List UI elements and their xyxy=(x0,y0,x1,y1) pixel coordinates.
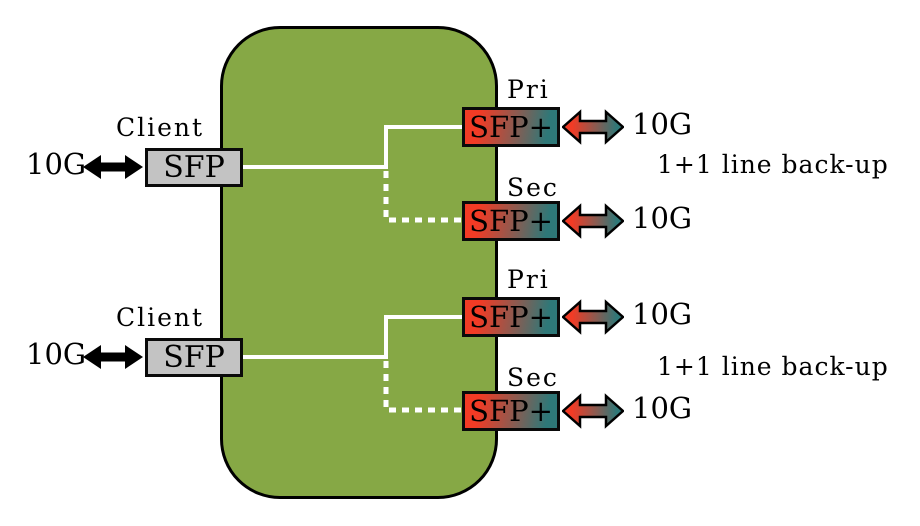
client-label: Client xyxy=(116,303,205,332)
backup-note: 1+1 line back-up xyxy=(657,352,889,381)
client-port-label: SFP xyxy=(163,340,225,375)
primary-sfp-plus-port: SFP+ xyxy=(462,107,560,147)
secondary-sfp-plus-port: SFP+ xyxy=(462,201,560,241)
primary-port-caption: Pri xyxy=(507,265,550,294)
primary-line-rate-label: 10G xyxy=(632,107,693,141)
client-bidirectional-arrow-icon xyxy=(83,155,143,179)
secondary-line-rate-label: 10G xyxy=(632,391,693,425)
primary-line-bidirectional-arrow-icon xyxy=(562,299,624,335)
secondary-port-label: SFP+ xyxy=(469,394,553,428)
client-rate-label: 10G xyxy=(26,337,87,371)
client-rate-label: 10G xyxy=(26,147,87,181)
secondary-port-label: SFP+ xyxy=(469,204,553,238)
device-body xyxy=(220,26,498,499)
primary-port-caption: Pri xyxy=(507,75,550,104)
primary-sfp-plus-port: SFP+ xyxy=(462,297,560,337)
client-bidirectional-arrow-icon xyxy=(83,345,143,369)
primary-port-label: SFP+ xyxy=(469,110,553,144)
client-sfp-port: SFP xyxy=(145,148,243,187)
primary-port-label: SFP+ xyxy=(469,300,553,334)
secondary-line-bidirectional-arrow-icon xyxy=(562,393,624,429)
client-label: Client xyxy=(116,113,205,142)
secondary-sfp-plus-port: SFP+ xyxy=(462,391,560,431)
secondary-port-caption: Sec xyxy=(507,173,559,202)
primary-line-rate-label: 10G xyxy=(632,297,693,331)
secondary-line-bidirectional-arrow-icon xyxy=(562,203,624,239)
client-port-label: SFP xyxy=(163,150,225,185)
client-sfp-port: SFP xyxy=(145,338,243,377)
secondary-line-rate-label: 10G xyxy=(632,201,693,235)
primary-line-bidirectional-arrow-icon xyxy=(562,109,624,145)
secondary-port-caption: Sec xyxy=(507,363,559,392)
backup-note: 1+1 line back-up xyxy=(657,150,889,179)
